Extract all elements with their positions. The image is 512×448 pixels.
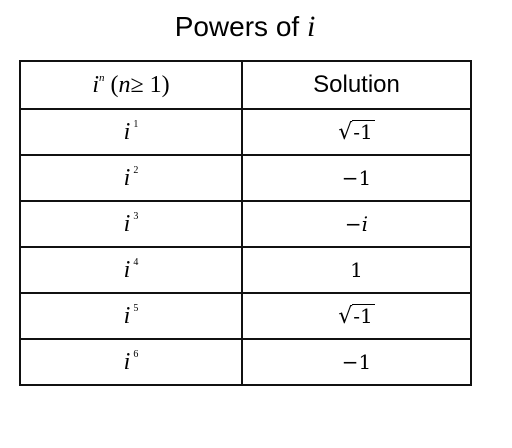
header-power-condition: (n≥ 1) [110,71,170,98]
power-base: i [123,302,131,329]
title-text: Powers of [174,11,300,42]
solution-value: −i [344,212,369,236]
power-exponent: 3 [133,210,139,222]
header-power: in (n≥ 1) [19,60,243,110]
solution-cell: √-1 [241,108,472,156]
sqrt-expression: √-1 [338,120,375,144]
title-variable: i [306,10,316,43]
solution-value: −1 [341,350,372,374]
solution-cell: 1 [241,246,472,294]
table-header-row: in (n≥ 1) Solution [19,60,472,110]
power-exponent: 6 [133,348,139,360]
header-power-base: i [92,71,99,98]
power-base: i [123,164,131,191]
solution-value: 1 [350,258,363,282]
power-base: i [123,118,131,145]
solution-value: −1 [341,166,372,190]
solution-cell: −1 [241,338,472,386]
power-base: i [123,210,131,237]
solution-cell: −i [241,200,472,248]
solution-cell: √-1 [241,292,472,340]
power-exponent: 4 [133,256,139,268]
power-base: i [123,348,131,375]
solution-cell: −1 [241,154,472,202]
sqrt-sign-icon: √ [338,120,353,145]
power-exponent: 2 [133,164,139,176]
power-base: i [123,256,131,283]
radicand: -1 [352,120,375,144]
radicand: -1 [352,304,375,328]
header-solution: Solution [241,60,472,110]
power-exponent: 5 [133,302,139,314]
power-exponent: 1 [133,118,139,130]
sqrt-sign-icon: √ [338,304,353,329]
page-title: Powers of i [0,8,490,46]
sqrt-expression: √-1 [338,304,375,328]
header-power-exp: n [99,71,105,84]
